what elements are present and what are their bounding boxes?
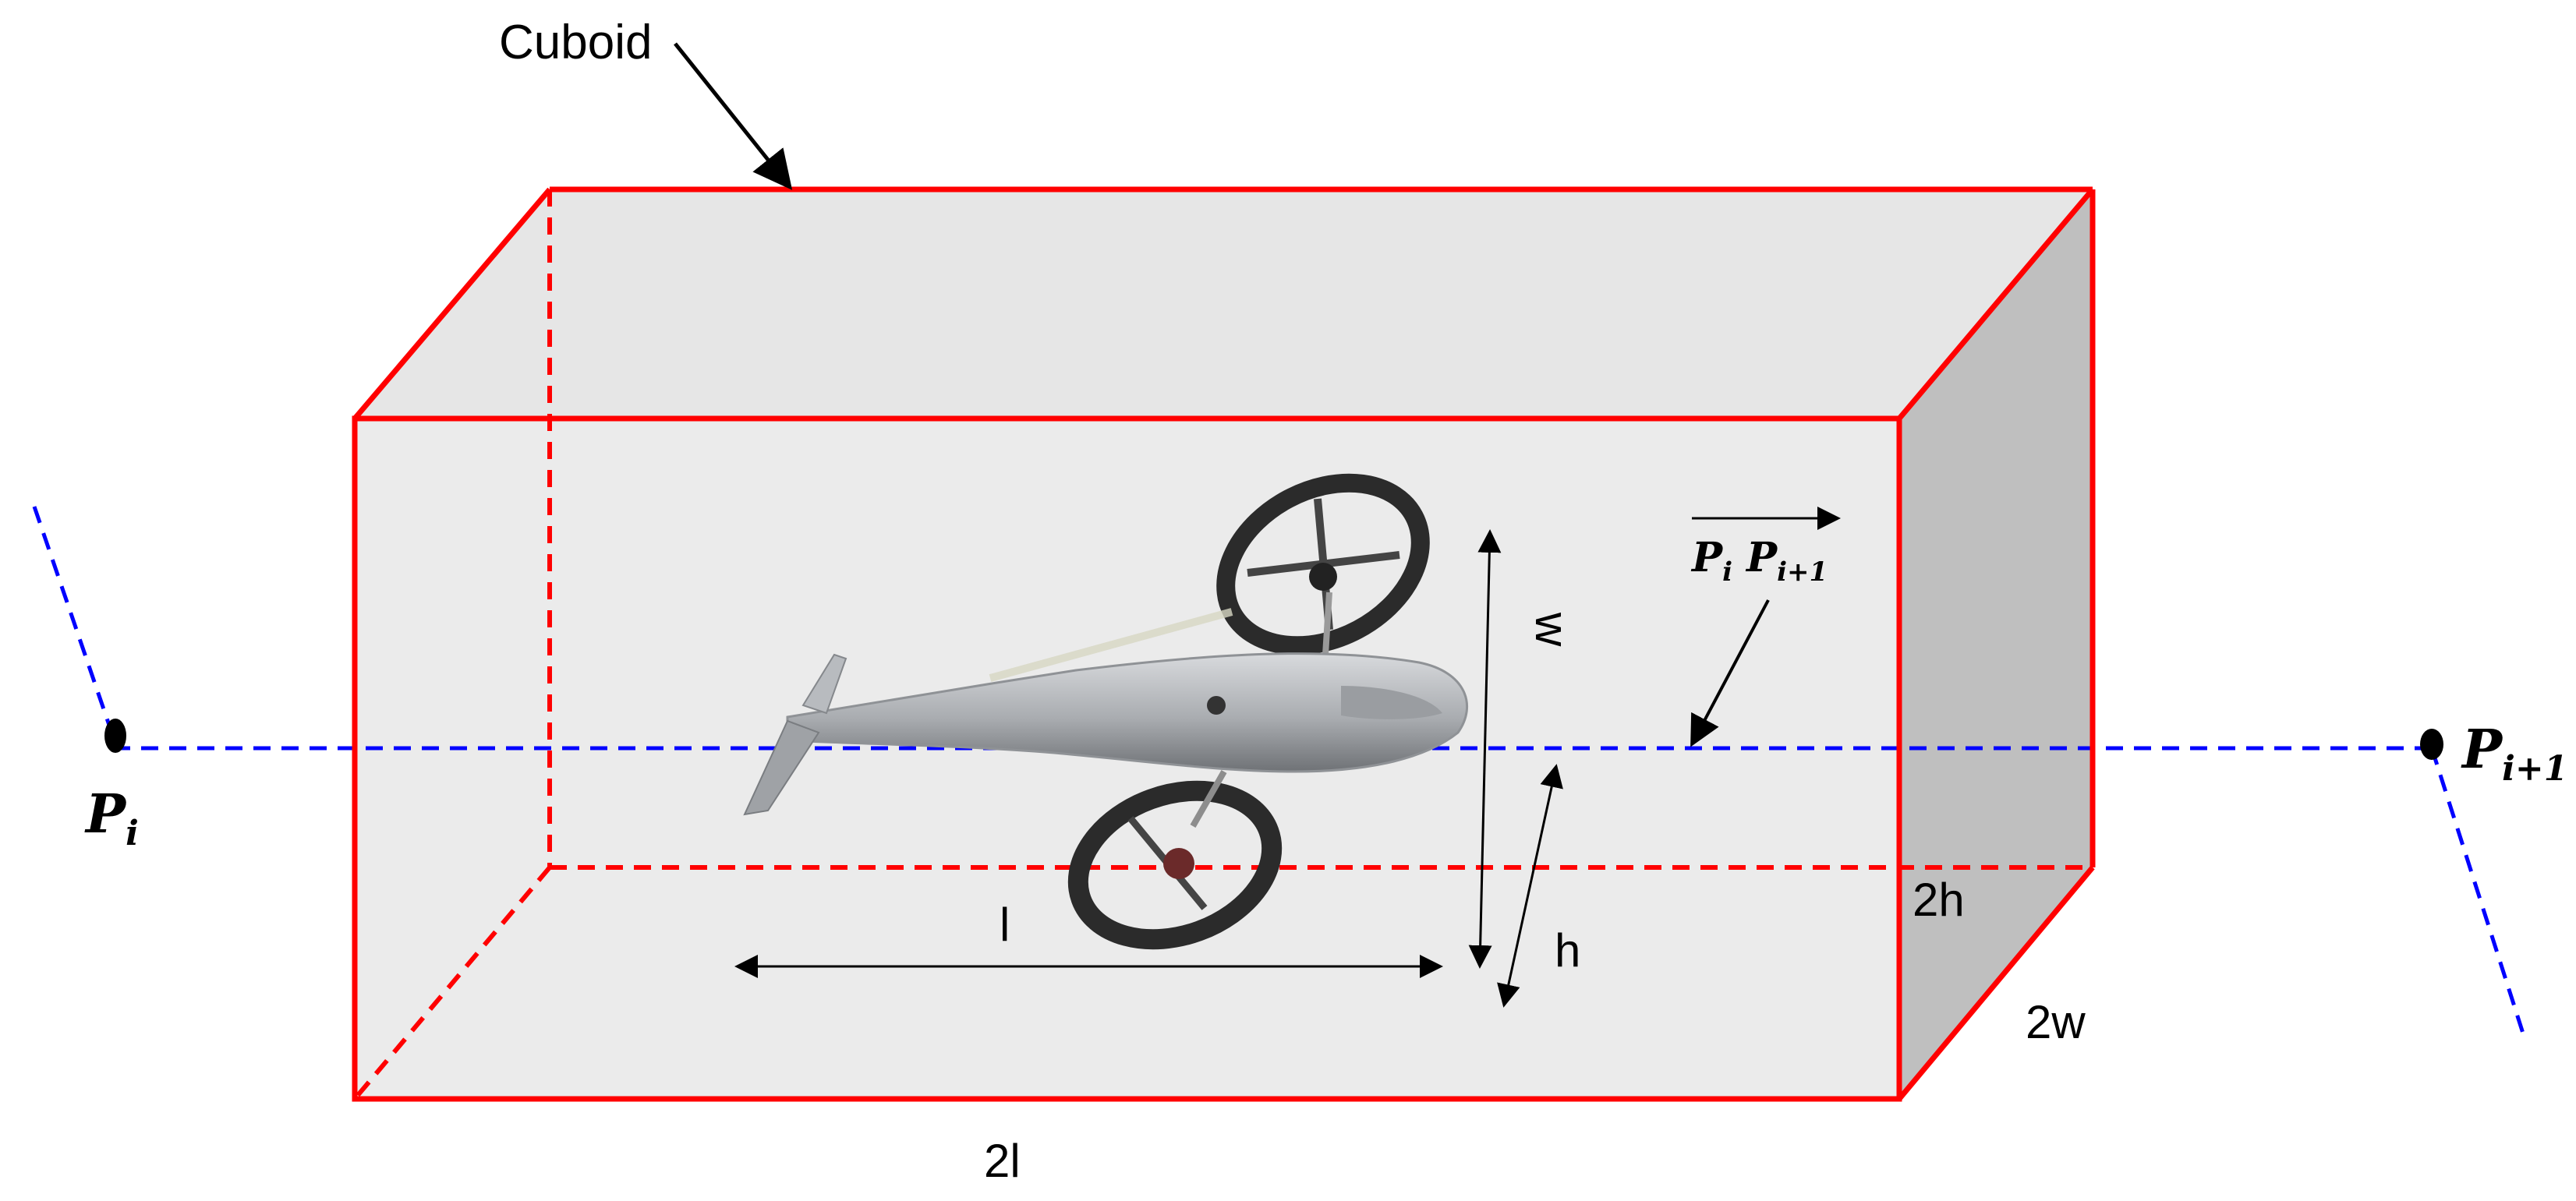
- cuboid-hidden-edges: [352, 189, 2093, 1100]
- drone-illustration: [743, 473, 1469, 950]
- cuboid-callout-arrow: [674, 42, 793, 190]
- cuboid-label: Cuboid: [499, 16, 652, 69]
- height-label: h: [1555, 924, 1580, 977]
- cuboid-top-face: [355, 189, 2093, 419]
- box-width-label: 2w: [2026, 996, 2086, 1048]
- box-height-label: 2h: [1913, 874, 1965, 926]
- cuboid-side-face: [1899, 189, 2093, 1099]
- point-start-label: Pi: [84, 783, 139, 853]
- height-arrow: [1497, 764, 1563, 1008]
- box-length-label: 2l: [984, 1135, 1021, 1187]
- point-end-marker: [2420, 729, 2443, 760]
- width-label: w: [1526, 612, 1578, 647]
- point-start-marker: [104, 719, 126, 753]
- point-end-label: Pi+1: [2461, 719, 2567, 789]
- width-arrow: [1468, 529, 1502, 969]
- length-label: l: [1000, 899, 1010, 951]
- cuboid-visible-edges: [352, 186, 2096, 1102]
- vector-callout-arrow: [1690, 599, 1770, 747]
